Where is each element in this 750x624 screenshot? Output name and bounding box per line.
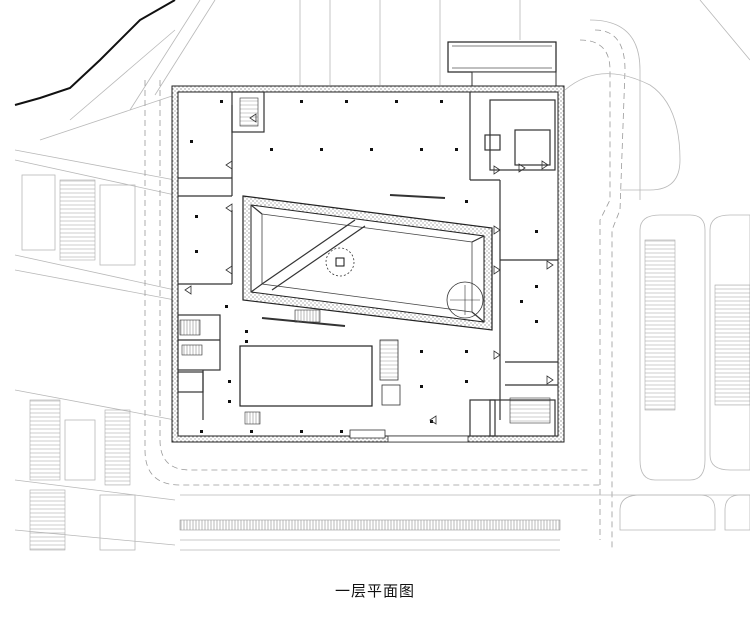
doors — [184, 113, 554, 425]
stairs — [244, 194, 469, 443]
floor-plan-drawing — [14, 0, 750, 551]
columns — [190, 100, 538, 433]
exhibition-hall — [239, 339, 401, 407]
interior-walls — [177, 91, 558, 437]
site-context — [14, 0, 750, 551]
drawing-title: 一层平面图 — [334, 582, 415, 600]
central-atrium — [242, 195, 493, 331]
site-boundary-line — [14, 0, 176, 106]
entrance-canopy — [447, 41, 557, 87]
